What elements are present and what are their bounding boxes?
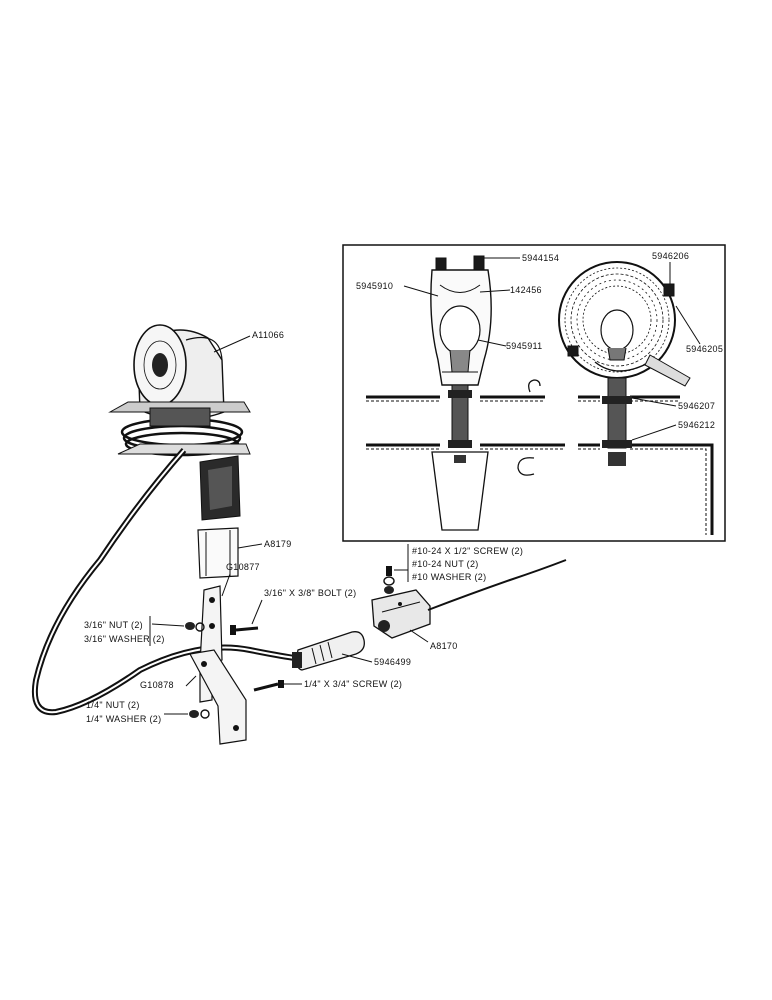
label-screw-quarter: 1/4" X 3/4" SCREW (2) <box>304 679 402 689</box>
label-nut-10-24: #10-24 NUT (2) <box>412 559 479 569</box>
label-washer-quarter: 1/4" WASHER (2) <box>86 714 161 724</box>
label-bracket-block: A8179 <box>264 539 292 549</box>
label-screw-10-24: #10-24 X 1/2" SCREW (2) <box>412 546 523 556</box>
socket <box>371 589 431 639</box>
label-lamp-top: 5944154 <box>522 253 559 263</box>
label-lower-bracket: G10878 <box>140 680 174 690</box>
label-nut-quarter: 1/4" NUT (2) <box>86 700 140 710</box>
panel-sections <box>366 379 714 535</box>
screw-quarter <box>253 680 284 692</box>
lower-bracket <box>189 649 247 745</box>
cable-reel <box>108 324 251 457</box>
label-bulb: 142456 <box>510 285 542 295</box>
label-mount-bolt: 5946207 <box>678 401 715 411</box>
connector-plug <box>292 631 365 671</box>
hardware-10-24 <box>383 566 395 594</box>
label-lamp-base: 5945911 <box>506 341 542 351</box>
mount-block <box>199 455 241 521</box>
label-washer-3-16: 3/16" WASHER (2) <box>84 634 165 644</box>
label-upper-bracket: G10877 <box>226 562 260 572</box>
socket-wire <box>427 559 567 611</box>
label-connector: 5946499 <box>374 657 411 667</box>
bracket-plate <box>197 527 239 579</box>
inset-labels: 5944154 5945910 142456 5945911 5946206 5… <box>356 251 723 441</box>
lamp-side-view <box>430 255 492 531</box>
label-reel: A11066 <box>252 330 284 340</box>
label-reflector-rim: 5946205 <box>686 344 723 354</box>
label-nut-3-16: 3/16" NUT (2) <box>84 620 143 630</box>
nut-washer-3-16 <box>185 622 205 632</box>
label-bolt: 3/16" X 3/8" BOLT (2) <box>264 588 356 598</box>
cable <box>32 448 317 716</box>
lamp-detail-inset: 5944154 5945910 142456 5945911 5946206 5… <box>342 244 726 542</box>
label-washer-10: #10 WASHER (2) <box>412 572 486 582</box>
lamp-front-view <box>558 261 691 466</box>
label-mount-nut: 5946212 <box>678 420 715 430</box>
label-lamp-housing: 5945910 <box>356 281 393 291</box>
nut-washer-quarter <box>189 709 210 719</box>
label-reflector-clip: 5946206 <box>652 251 689 261</box>
label-socket: A8170 <box>430 641 458 651</box>
bolt-3-16 <box>230 625 259 635</box>
